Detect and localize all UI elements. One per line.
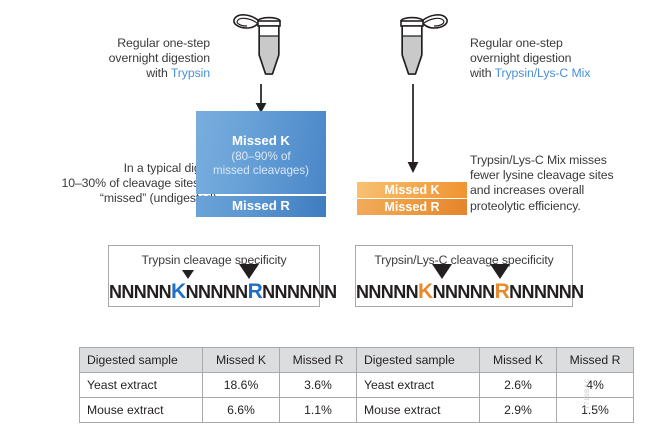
missed-k-label-left: Missed K bbox=[232, 133, 290, 148]
seq-segment-2-right: NNNNN bbox=[432, 282, 496, 302]
cleavage-arrow-k-small-icon bbox=[182, 270, 194, 279]
th-missed-k-right: Missed K bbox=[479, 347, 557, 373]
table-row: Mouse extract 2.9% 1.5% bbox=[356, 397, 634, 423]
table-row: Yeast extract 18.6% 3.6% bbox=[79, 372, 357, 398]
missed-r-strip-lysc: Missed R bbox=[357, 199, 467, 215]
results-table-trypsin-wrap: Digested sample Missed K Missed R Yeast … bbox=[79, 347, 357, 423]
right-note-line3: and increases overall bbox=[470, 183, 585, 198]
td-missed-r-right-1: 1.5% bbox=[556, 397, 634, 423]
seq-segment-2-left: NNNNN bbox=[185, 282, 249, 302]
right-heading-line1: Regular one-step bbox=[470, 36, 563, 50]
missed-r-label-left: Missed R bbox=[232, 198, 290, 213]
left-note-line2: 10–30% of cleavage sites are bbox=[61, 176, 220, 191]
th-digested-sample-left: Digested sample bbox=[79, 347, 203, 373]
table-row: Mouse extract 6.6% 1.1% bbox=[79, 397, 357, 423]
td-missed-k-left-1: 6.6% bbox=[202, 397, 280, 423]
right-note: Trypsin/Lys-C Mix misses fewer lysine cl… bbox=[470, 153, 650, 214]
td-sample-right-0: Yeast extract bbox=[356, 372, 480, 398]
left-heading-prefix: with bbox=[146, 66, 171, 81]
left-note: In a typical digest, 10–30% of cleavage … bbox=[28, 161, 220, 207]
right-enzyme-label: Trypsin/Lys-C Mix bbox=[494, 66, 591, 81]
th-digested-sample-right: Digested sample bbox=[356, 347, 480, 373]
right-note-line1: Trypsin/Lys-C Mix misses bbox=[470, 153, 607, 167]
td-missed-k-right-1: 2.9% bbox=[479, 397, 557, 423]
specificity-title-right: Trypsin/Lys-C cleavage specificity bbox=[374, 253, 554, 267]
right-heading-line2: overnight digestion bbox=[470, 51, 572, 66]
td-sample-left-0: Yeast extract bbox=[79, 372, 203, 398]
cleavage-arrow-r-large-icon-right bbox=[490, 264, 510, 279]
right-note-line4: proteolytic efficiency. bbox=[470, 198, 581, 213]
missed-k-sub-line1: (80–90% of bbox=[231, 150, 291, 163]
table-header-row: Digested sample Missed K Missed R bbox=[356, 347, 634, 373]
left-heading-line1: Regular one-step bbox=[117, 36, 210, 50]
microtube-right-icon bbox=[390, 11, 452, 93]
table-header-row: Digested sample Missed K Missed R bbox=[79, 347, 357, 373]
results-table-lysc: Digested sample Missed K Missed R Yeast … bbox=[356, 347, 634, 423]
missed-cleavage-box-trypsin: Missed K (80–90% of missed cleavages) bbox=[196, 111, 326, 194]
seq-segment-1-left: NNNNN bbox=[109, 282, 172, 302]
results-table-trypsin: Digested sample Missed K Missed R Yeast … bbox=[79, 347, 357, 423]
missed-r-label-right: Missed R bbox=[384, 200, 440, 214]
td-sample-right-1: Mouse extract bbox=[356, 397, 480, 423]
left-heading: Regular one-step overnight digestion wit… bbox=[60, 36, 210, 82]
watermark-id: 1719BAC bbox=[584, 378, 591, 410]
missed-k-label-right: Missed K bbox=[384, 183, 440, 197]
right-heading-line3: with Trypsin/Lys-C Mix bbox=[470, 66, 650, 81]
td-sample-left-1: Mouse extract bbox=[79, 397, 203, 423]
left-heading-line3: with Trypsin bbox=[60, 66, 210, 81]
results-table-lysc-wrap: Digested sample Missed K Missed R Yeast … bbox=[356, 347, 634, 423]
sequence-row-left: NNNNNKNNNNNRNNNNNN bbox=[109, 264, 337, 304]
th-missed-k-left: Missed K bbox=[202, 347, 280, 373]
left-enzyme-label: Trypsin bbox=[170, 66, 210, 81]
missed-r-strip-trypsin: Missed R bbox=[196, 196, 326, 217]
td-missed-r-right-0: 4% bbox=[556, 372, 634, 398]
td-missed-k-left-0: 18.6% bbox=[202, 372, 280, 398]
seq-segment-3-right: NNNNNN bbox=[509, 282, 584, 302]
left-note-line1: In a typical digest, bbox=[123, 161, 221, 175]
right-heading-prefix: with bbox=[470, 66, 495, 81]
residue-r-right: R bbox=[494, 280, 510, 303]
sequence-row-right: NNNNNKNNNNNRNNNNNN bbox=[356, 264, 584, 304]
microtube-left-icon bbox=[229, 11, 291, 93]
specificity-panel-lysc: Trypsin/Lys-C cleavage specificity NNNNN… bbox=[355, 245, 584, 307]
residue-k-right: K bbox=[418, 280, 433, 303]
left-process-arrow bbox=[251, 84, 271, 119]
th-missed-r-right: Missed R bbox=[556, 347, 634, 373]
seq-segment-3-left: NNNNNN bbox=[262, 282, 337, 302]
cleavage-arrow-r-large-icon bbox=[239, 264, 259, 279]
td-missed-r-left-0: 3.6% bbox=[279, 372, 357, 398]
right-heading: Regular one-step overnight digestion wit… bbox=[470, 36, 650, 82]
table-row: Yeast extract 2.6% 4% bbox=[356, 372, 634, 398]
specificity-title-left: Trypsin cleavage specificity bbox=[141, 253, 287, 267]
right-process-arrow bbox=[403, 84, 423, 179]
td-missed-k-right-0: 2.6% bbox=[479, 372, 557, 398]
seq-segment-1-right: NNNNN bbox=[356, 282, 419, 302]
missed-k-sub-line2: missed cleavages) bbox=[212, 164, 309, 177]
left-note-line3: “missed” (undigested). bbox=[99, 191, 220, 206]
cleavage-arrow-k-large-icon bbox=[432, 264, 452, 279]
missed-k-strip-lysc: Missed K bbox=[357, 182, 467, 198]
left-heading-line2: overnight digestion bbox=[108, 51, 210, 66]
residue-r-left: R bbox=[247, 280, 263, 303]
right-note-line2: fewer lysine cleavage sites bbox=[470, 168, 614, 183]
specificity-panel-trypsin: Trypsin cleavage specificity NNNNNKNNNNN… bbox=[108, 245, 337, 307]
td-missed-r-left-1: 1.1% bbox=[279, 397, 357, 423]
residue-k-left: K bbox=[171, 280, 186, 303]
th-missed-r-left: Missed R bbox=[279, 347, 357, 373]
